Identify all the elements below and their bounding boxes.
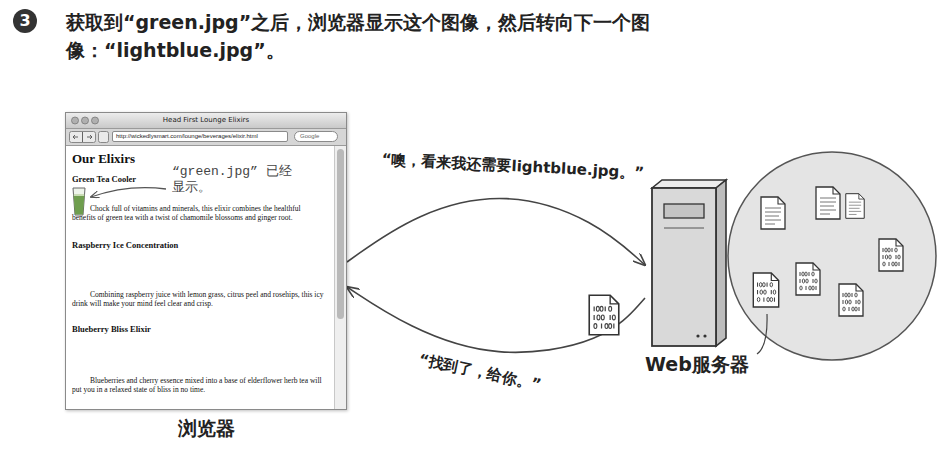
item-heading: Raspberry Ice Concentration bbox=[72, 240, 326, 250]
nav-buttons bbox=[69, 131, 109, 143]
window-frame: Head First Lounge Elixirs http://wickedly… bbox=[65, 112, 347, 410]
file-store-circle bbox=[728, 152, 936, 360]
node-caption: Web服务器 bbox=[645, 352, 749, 378]
node-caption: 浏览器 bbox=[65, 416, 347, 442]
speech-label: “噢，看来我还需要lightblue.jpg。” bbox=[379, 150, 646, 183]
note-arrow bbox=[91, 188, 166, 197]
window-buttons bbox=[70, 116, 100, 125]
edge-label-block: “找到了，给你。” bbox=[395, 345, 565, 400]
label-block: “green.jpg” 已经显示。 bbox=[172, 164, 302, 196]
step-text: 获取到“green.jpg”之后，浏览器显示这个图像，然后转向下一个图像：“li… bbox=[66, 8, 686, 64]
web-server: Web服务器 bbox=[645, 180, 943, 378]
leader-line bbox=[757, 314, 767, 354]
window-title: Head First Lounge Elixirs bbox=[66, 113, 346, 128]
callout-number: 3 bbox=[13, 9, 37, 33]
speech-label: “找到了，给你。” bbox=[415, 350, 545, 395]
tool-bar: http://wickedlysmart.com/lounge/beverage… bbox=[66, 129, 346, 146]
scroll-thumb bbox=[337, 149, 344, 319]
glass-image bbox=[72, 186, 86, 216]
request-arrow bbox=[347, 199, 645, 265]
item-text: Blueberries and cherry essence mixed int… bbox=[72, 376, 326, 394]
title-bar: Head First Lounge Elixirs bbox=[66, 113, 346, 129]
title-block: 获取到“green.jpg”之后，浏览器显示这个图像，然后转向下一个图像：“li… bbox=[66, 8, 686, 64]
search-field: Google bbox=[294, 131, 338, 142]
item-heading: Blueberry Bliss Elixir bbox=[72, 324, 326, 334]
callout-circle bbox=[13, 9, 37, 33]
item-text: Combining raspberry juice with lemon gra… bbox=[72, 290, 326, 308]
page-heading: Our Elixirs bbox=[72, 151, 326, 166]
server-files bbox=[753, 187, 903, 316]
address-field: http://wickedlysmart.com/lounge/beverage… bbox=[112, 131, 288, 142]
handwritten-note: “green.jpg” 已经显示。 bbox=[172, 164, 302, 196]
scroll-bar bbox=[334, 146, 346, 409]
response-arrow bbox=[347, 287, 645, 352]
search-text: Google bbox=[300, 132, 337, 141]
edge-label-block: “噢，看来我还需要lightblue.jpg。” bbox=[368, 148, 659, 183]
browser-window: Head First Lounge Elixirs http://wickedly… bbox=[65, 112, 347, 442]
label-block: 3 bbox=[13, 9, 37, 33]
server-tower bbox=[652, 180, 726, 346]
url-text: http://wickedlysmart.com/lounge/beverage… bbox=[116, 132, 287, 141]
file-icon bbox=[589, 295, 619, 334]
item-text: Chock full of vitamins and minerals, thi… bbox=[72, 204, 326, 222]
